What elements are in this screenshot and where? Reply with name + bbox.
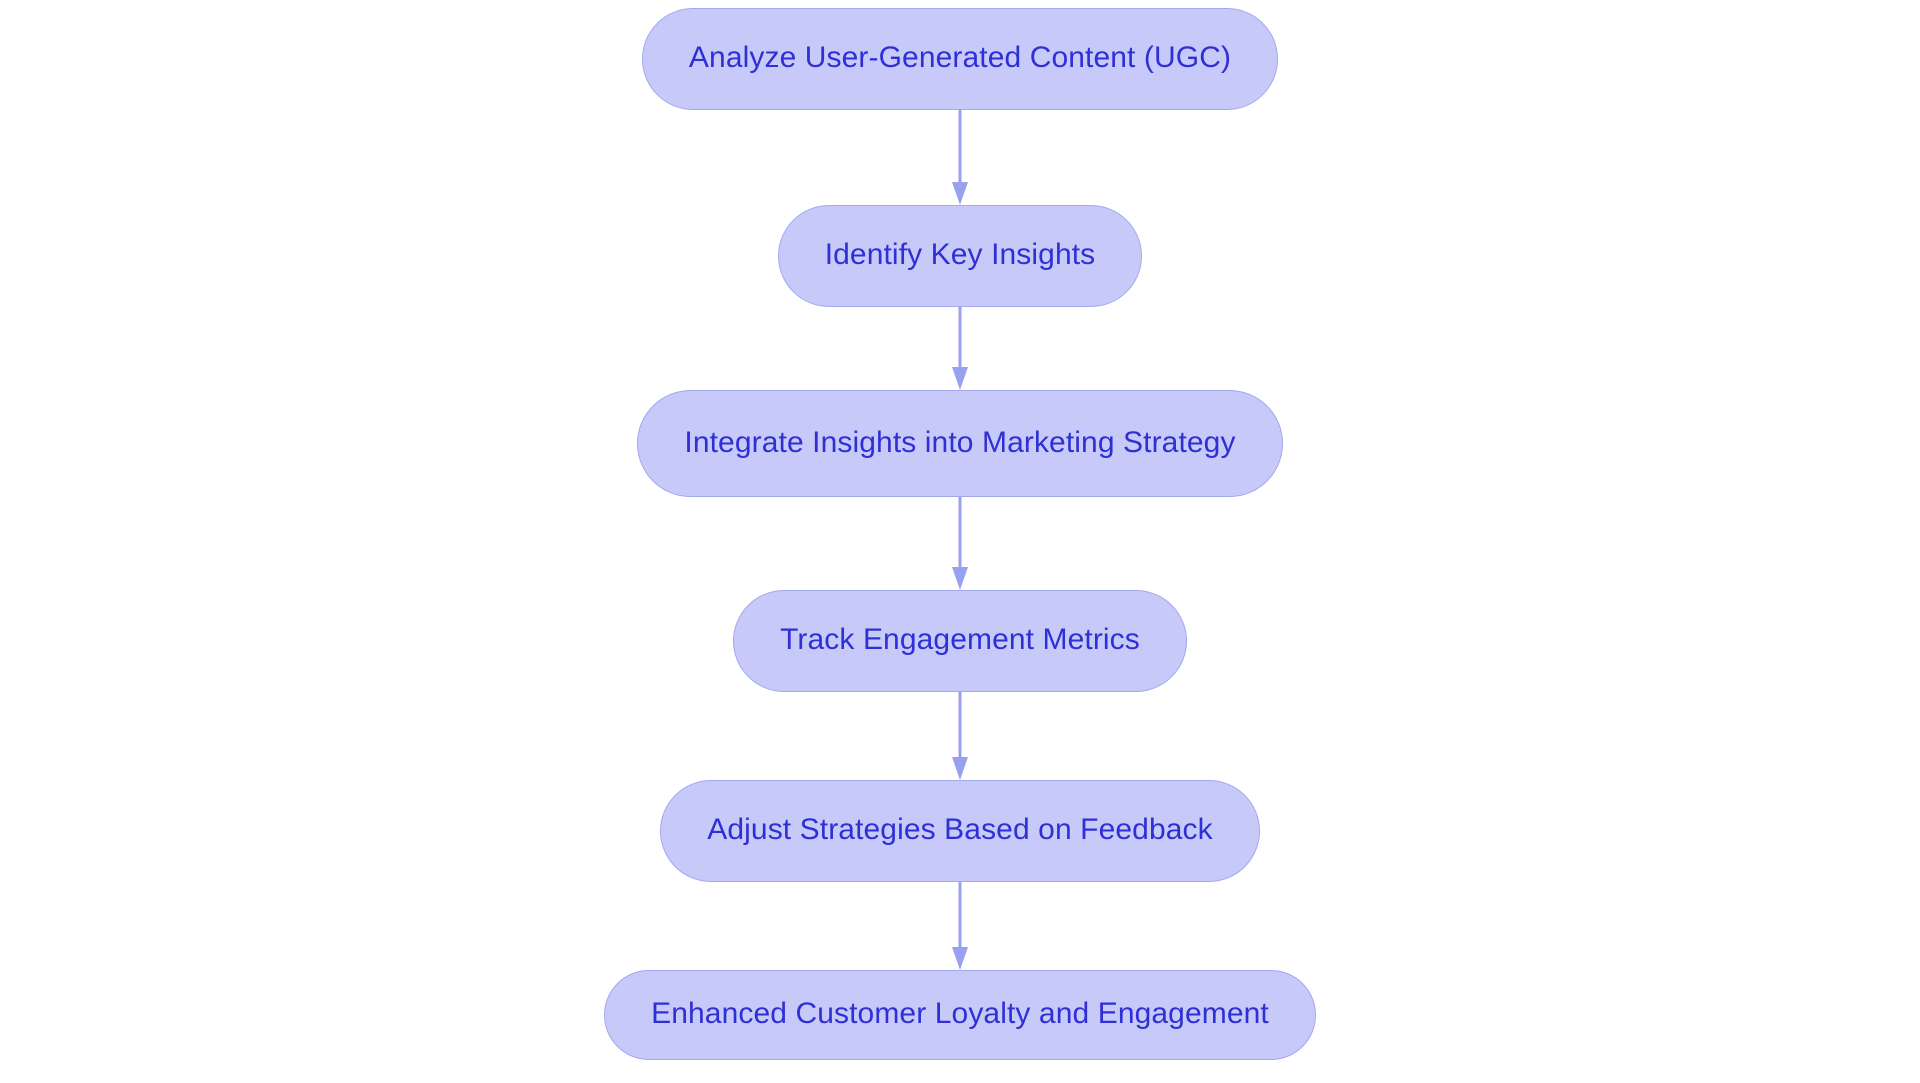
flow-node-integrate-insights[interactable]: Integrate Insights into Marketing Strate…: [637, 390, 1283, 497]
flow-node-label: Analyze User-Generated Content (UGC): [688, 41, 1232, 74]
flow-node-label: Identify Key Insights: [824, 238, 1096, 271]
flow-node-adjust-strategies[interactable]: Adjust Strategies Based on Feedback: [660, 780, 1260, 882]
flow-node-label: Track Engagement Metrics: [780, 623, 1140, 656]
flow-node-label: Enhanced Customer Loyalty and Engagement: [651, 997, 1269, 1030]
flow-connector-4: [940, 692, 980, 780]
flow-node-analyze-ugc[interactable]: Analyze User-Generated Content (UGC): [641, 8, 1279, 110]
flow-connector-1: [940, 110, 980, 205]
flow-node-label: Adjust Strategies Based on Feedback: [707, 813, 1213, 846]
flow-node-track-engagement-metrics[interactable]: Track Engagement Metrics: [733, 590, 1187, 692]
flow-connector-2: [940, 307, 980, 390]
flow-node-label: Integrate Insights into Marketing Strate…: [684, 425, 1236, 459]
flow-connector-5: [940, 882, 980, 970]
flow-node-enhanced-customer-loyalty[interactable]: Enhanced Customer Loyalty and Engagement: [604, 970, 1316, 1060]
flow-connector-3: [940, 497, 980, 590]
flow-node-identify-key-insights[interactable]: Identify Key Insights: [777, 205, 1143, 307]
